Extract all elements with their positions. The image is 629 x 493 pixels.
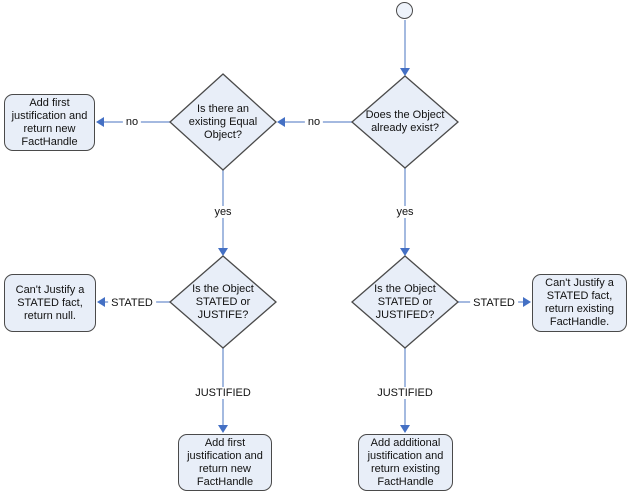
arrowheads bbox=[96, 68, 531, 433]
arrowhead-left-icon bbox=[96, 117, 104, 127]
diamond-stated-left bbox=[169, 255, 277, 349]
edge-label-equal-no: no bbox=[122, 116, 142, 128]
edge-label-equal-yes: yes bbox=[211, 206, 235, 218]
decision-stated-left-label: Is the Object STATED or JUSTIFE? bbox=[192, 282, 254, 321]
start-node-icon bbox=[396, 2, 413, 19]
edge-label-right-stated: STATED bbox=[470, 297, 518, 309]
diamond-stated-right bbox=[351, 255, 459, 349]
arrowhead-down-icon bbox=[400, 425, 410, 433]
edge-label-exists-yes: yes bbox=[393, 206, 417, 218]
box-add-first-justification-bottom: Add first justification and return new F… bbox=[178, 434, 272, 491]
box-add-additional-justification: Add additional justification and return … bbox=[358, 434, 453, 491]
box-add-first-justification-new: Add first justification and return new F… bbox=[4, 94, 95, 151]
arrowhead-left-icon bbox=[97, 297, 105, 307]
diamond-object-exists bbox=[351, 75, 459, 169]
arrowhead-down-icon bbox=[218, 425, 228, 433]
arrowhead-right-icon bbox=[523, 297, 531, 307]
arrowhead-down-icon bbox=[218, 248, 228, 256]
edge-label-left-stated: STATED bbox=[108, 297, 156, 309]
box-cant-justify-return-null: Can't Justify a STATED fact, return null… bbox=[4, 274, 96, 332]
decision-equal-object-label: Is there an existing Equal Object? bbox=[188, 102, 258, 141]
arrowhead-left-icon bbox=[277, 117, 285, 127]
box-cant-justify-return-existing: Can't Justify a STATED fact, return exis… bbox=[532, 274, 627, 332]
edge-label-right-justified: JUSTIFIED bbox=[374, 387, 436, 399]
edge-label-exists-no: no bbox=[304, 116, 324, 128]
arrowhead-down-icon bbox=[400, 248, 410, 256]
connector-lines bbox=[103, 20, 524, 426]
decision-object-exists-label: Does the Object already exist? bbox=[365, 109, 445, 134]
diamond-equal-object bbox=[169, 73, 277, 171]
decision-diamonds bbox=[169, 73, 459, 349]
edge-label-left-justified: JUSTIFIED bbox=[192, 387, 254, 399]
decision-stated-right-label: Is the Object STATED or JUSTIFED? bbox=[374, 282, 436, 321]
arrowhead-down-icon bbox=[400, 68, 410, 76]
